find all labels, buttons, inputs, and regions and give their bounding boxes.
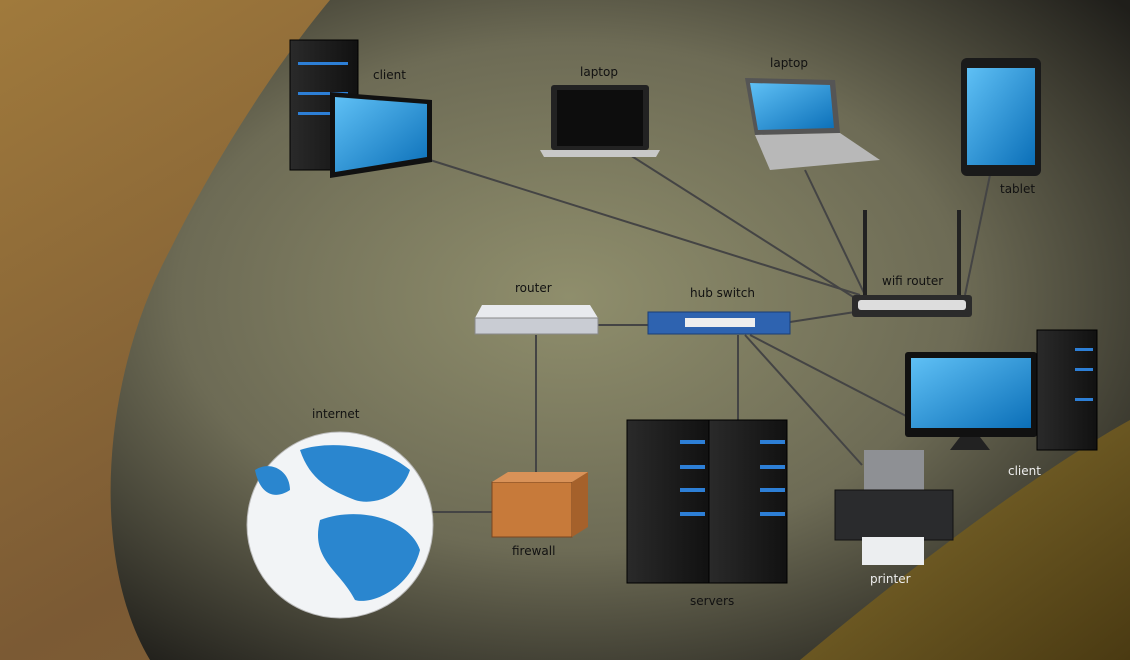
label-router: router xyxy=(515,281,552,295)
label-internet: internet xyxy=(312,407,360,421)
label-client-right: client xyxy=(1008,464,1041,478)
label-wifi-router: wifi router xyxy=(882,274,943,288)
printer-icon xyxy=(864,450,924,490)
label-laptop-2: laptop xyxy=(770,56,808,70)
label-tablet: tablet xyxy=(1000,182,1035,196)
label-servers: servers xyxy=(690,594,734,608)
link-laptop2-wifi xyxy=(804,169,866,296)
node-router[interactable]: router xyxy=(474,281,599,335)
node-client-right[interactable]: client xyxy=(905,329,1098,478)
link-switch-wifi xyxy=(789,311,856,323)
background-gold-corner xyxy=(800,420,1130,660)
link-tablet-wifi xyxy=(964,174,991,296)
firewall-icon xyxy=(491,481,573,538)
connection-lines xyxy=(429,154,991,513)
node-tablet[interactable]: tablet xyxy=(961,58,1041,196)
label-laptop-1: laptop xyxy=(580,65,618,79)
server-icon xyxy=(626,419,710,584)
link-client-wifi xyxy=(429,159,861,296)
node-laptop-2[interactable]: laptop xyxy=(745,56,880,170)
label-client-top: client xyxy=(373,68,406,82)
router-icon xyxy=(475,305,598,318)
node-client-top[interactable]: client xyxy=(289,39,432,178)
node-firewall[interactable]: firewall xyxy=(491,472,588,558)
node-servers[interactable]: servers xyxy=(626,419,788,608)
link-switch-client xyxy=(749,334,911,419)
node-internet[interactable]: internet xyxy=(246,407,434,619)
node-printer[interactable]: printer xyxy=(834,450,954,586)
label-hub-switch: hub switch xyxy=(690,286,755,300)
label-firewall: firewall xyxy=(512,544,555,558)
node-laptop-1[interactable]: laptop xyxy=(540,65,660,157)
node-wifi-router[interactable]: wifi router xyxy=(852,210,972,317)
node-hub-switch[interactable]: hub switch xyxy=(647,286,791,335)
label-printer: printer xyxy=(870,572,911,586)
link-switch-printer xyxy=(744,334,863,466)
link-laptop1-wifi xyxy=(629,154,859,301)
server-icon xyxy=(708,419,788,584)
